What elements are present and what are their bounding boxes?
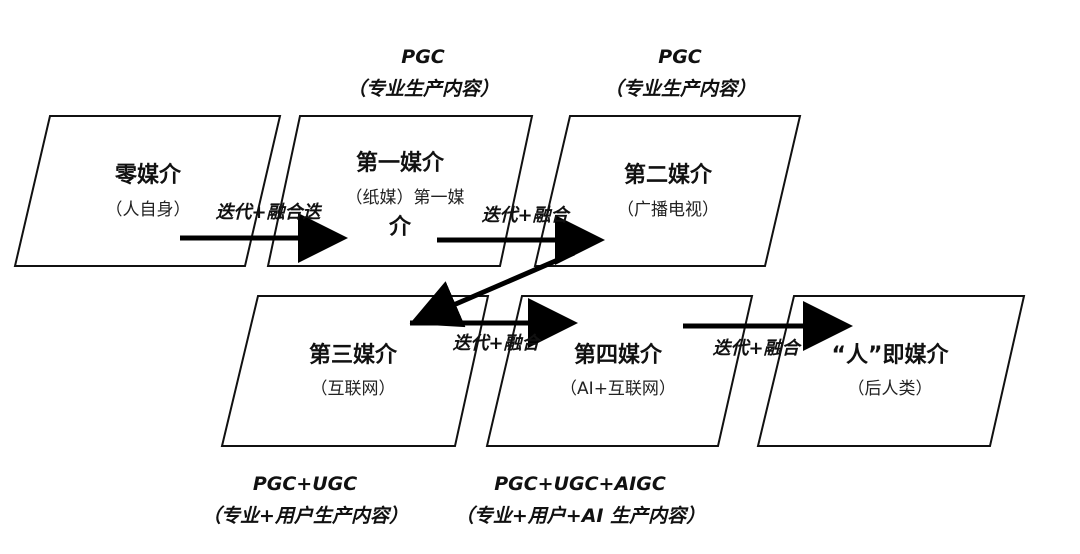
- node-third-title: 第三媒介: [309, 342, 398, 368]
- annotation-pgc-second-line2: （专业生产内容）: [604, 78, 756, 100]
- node-second-shape: [533, 115, 802, 267]
- node-first-title: 第一媒介: [356, 150, 445, 176]
- edge-fourth-human-label: 迭代+融合: [712, 338, 802, 359]
- node-human-subtitle: （后人类）: [848, 379, 933, 399]
- annotation-pgc-first-line2: （专业生产内容）: [347, 78, 499, 100]
- edge-second-third: [409, 250, 575, 328]
- node-human-shape: [756, 295, 1026, 447]
- annotation-ugc-third-line2: （专业+用户生产内容）: [202, 505, 408, 527]
- annotation-pgc-first-line1: PGC: [401, 46, 445, 68]
- node-third-shape: [220, 295, 490, 447]
- edge-first-second-label: 迭代+融合: [481, 205, 571, 226]
- node-fourth-title: 第四媒介: [574, 342, 663, 368]
- node-third-subtitle: （互联网）: [311, 379, 396, 399]
- annotation-pgc-second-line1: PGC: [658, 46, 702, 68]
- node-second-title: 第二媒介: [624, 162, 713, 188]
- node-zero-shape: [13, 115, 282, 267]
- node-second-subtitle: （广播电视）: [617, 200, 719, 220]
- node-human-title: “人”即媒介: [832, 342, 950, 368]
- node-zero-title: 零媒介: [114, 162, 182, 188]
- node-first-subtitle: （纸媒）第一媒: [346, 188, 465, 208]
- node-zero-subtitle: （人自身）: [106, 200, 191, 220]
- annotation-aigc-fourth-line2: （专业+用户+AI 生产内容）: [455, 505, 705, 527]
- edge-third-fourth-label: 迭代+融合: [452, 333, 542, 354]
- node-first-title-wrap: 介: [388, 214, 412, 240]
- node-fourth-subtitle: （AI+互联网）: [560, 379, 676, 399]
- edge-zero-first-label: 迭代+融合迭: [215, 202, 322, 223]
- node-fourth-shape: [485, 295, 754, 447]
- annotation-ugc-third-line1: PGC+UGC: [253, 473, 357, 495]
- annotation-aigc-fourth-line1: PGC+UGC+AIGC: [494, 473, 666, 495]
